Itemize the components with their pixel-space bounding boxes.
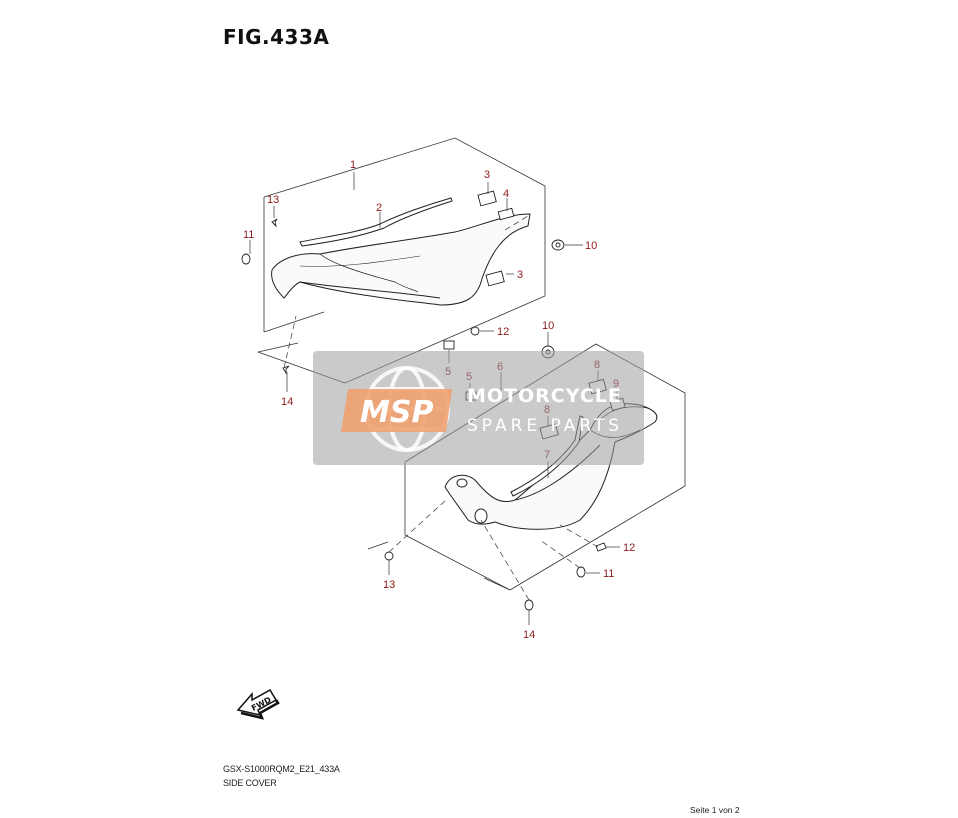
grommet-11-lower [576,566,586,578]
fwd-arrow-icon: FWD [236,688,280,720]
callout-12-lower: 12 [623,542,635,554]
figure-title: FIG.433A [223,25,330,49]
callout-4: 4 [503,188,509,200]
bolt-12-lower [595,542,607,552]
sticker-3-upper [477,190,497,207]
callout-14-lower: 14 [523,629,535,641]
screw-14-upper [282,365,290,375]
watermark-line2: SPARE PARTS [467,416,623,436]
watermark: MSP MOTORCYCLE SPARE PARTS [313,351,644,465]
callout-10-upper: 10 [585,240,597,252]
watermark-line1: MOTORCYCLE [467,385,622,407]
callout-10-lower: 10 [542,320,554,332]
assembly-dash-lines [283,215,599,601]
section-name: SIDE COVER [223,778,277,788]
watermark-logo: MSP [360,395,433,430]
callout-2: 2 [376,202,382,214]
trim-strip-upper [299,197,453,247]
callout-12-upper: 12 [497,326,509,338]
page-indicator: Seite 1 von 2 [690,805,740,815]
callout-11-lower: 11 [603,568,614,580]
callout-3-upper: 3 [484,169,490,181]
callout-13-upper: 13 [267,194,279,206]
callout-1: 1 [350,159,356,171]
bolt-12-upper [470,326,480,336]
callout-13-lower: 13 [383,579,395,591]
model-code: GSX-S1000RQM2_E21_433A [223,764,340,774]
sticker-3-lower [485,270,505,287]
grommet-13-lower [384,551,394,561]
callout-3-lower: 3 [517,269,523,281]
msp-logo-badge [341,389,452,432]
side-cover-left-part [271,213,531,306]
grommet-11-upper [241,253,251,265]
grommet-14-lower [524,599,534,611]
callout-14-upper: 14 [281,396,293,408]
callout-11-upper: 11 [243,229,254,241]
sticker-5-a [443,340,455,350]
screw-13-upper [271,218,278,228]
sticker-4 [497,207,515,221]
